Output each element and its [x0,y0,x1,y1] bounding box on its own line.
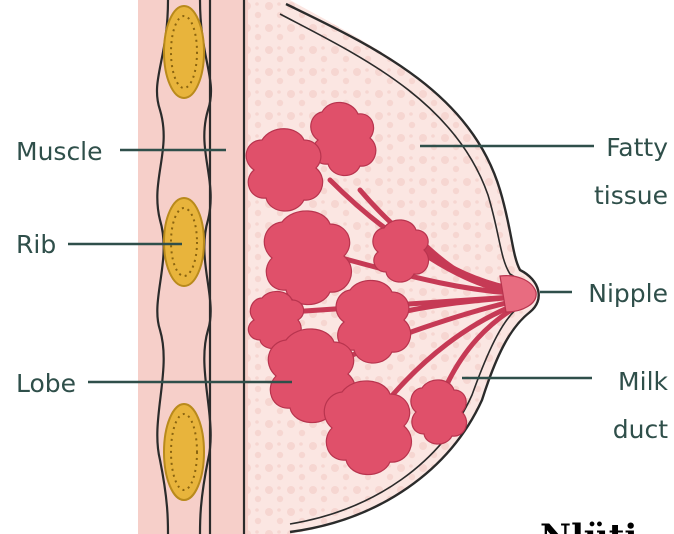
rib-bottom [164,404,204,500]
label-milk-line1: Milk [618,367,668,396]
cropped-text: Nlüti [540,517,637,534]
rib-top [164,6,204,98]
label-milk-line2: duct [613,415,668,444]
label-fatty-line2: tissue [594,181,668,210]
label-fatty-line1: Fatty [606,133,668,162]
label-muscle: Muscle [16,137,103,166]
label-nipple: Nipple [588,279,668,308]
label-lobe: Lobe [16,369,76,398]
label-rib: Rib [16,230,56,259]
rib-middle [164,198,204,286]
